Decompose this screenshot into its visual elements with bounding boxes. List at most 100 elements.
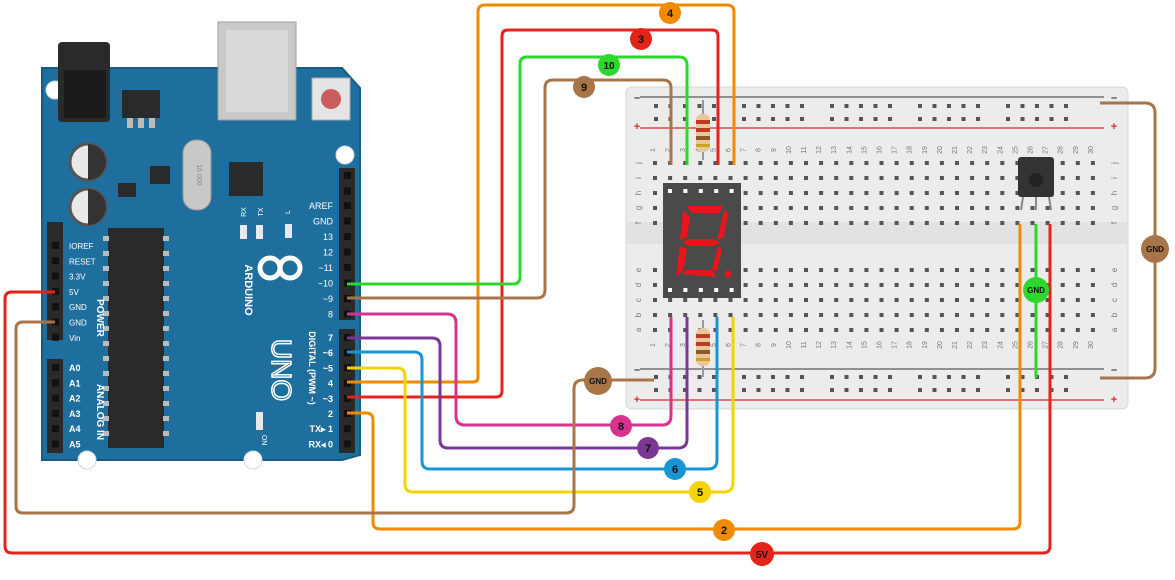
analog-pin-label: A4 (69, 424, 81, 434)
ic-pin (163, 296, 169, 301)
ic-pin (103, 326, 109, 331)
bb-hole (909, 283, 914, 287)
wire-2 (347, 224, 1022, 531)
power-pin-label: Vin (69, 334, 80, 343)
bb-hole (654, 375, 658, 379)
bb-hole (879, 161, 884, 165)
bb-hole (804, 328, 808, 332)
bb-hole (894, 328, 899, 332)
bb-hole (713, 298, 718, 302)
digital-pin (344, 202, 351, 209)
bb-hole (976, 104, 980, 108)
bb-hole (758, 283, 763, 287)
bb-rail-sign: + (634, 121, 640, 133)
bb-hole (683, 176, 688, 180)
bb-hole (683, 388, 687, 392)
bb-hole (653, 176, 657, 180)
bb-hole (970, 298, 975, 302)
bb-hole (1060, 221, 1065, 225)
analog-pin (52, 379, 59, 387)
bb-column-number: 1 (650, 148, 657, 152)
bb-hole (1090, 298, 1095, 302)
bb-hole (773, 283, 778, 287)
bb-hole (1060, 268, 1065, 272)
bb-hole (756, 117, 761, 121)
bb-column-number: 24 (997, 341, 1004, 349)
bb-hole (1020, 388, 1025, 392)
bb-hole (804, 161, 808, 165)
bb-hole (955, 313, 959, 317)
bb-hole (844, 375, 849, 379)
bb-column-number: 23 (982, 146, 989, 154)
bb-hole (864, 206, 869, 210)
bb-hole (1075, 191, 1080, 195)
bb-hole (788, 161, 793, 165)
bb-hole (653, 221, 657, 225)
bb-hole (1030, 221, 1035, 225)
bb-column-number: 1 (650, 343, 657, 347)
bb-hole (1000, 161, 1005, 165)
bb-hole (924, 313, 929, 317)
bb-hole (1064, 104, 1068, 108)
bb-hole (879, 176, 884, 180)
bb-hole (697, 104, 702, 108)
bb-row-letter: g (1110, 206, 1119, 210)
bb-hole (888, 117, 892, 121)
bb-hole (894, 161, 899, 165)
bb-column-number: 19 (922, 146, 929, 154)
bb-column-number: 27 (1043, 146, 1050, 154)
bb-row-letter: a (634, 327, 643, 332)
bb-hole (864, 298, 869, 302)
bb-hole (804, 313, 808, 317)
bb-hole (939, 268, 944, 272)
bb-hole (683, 161, 688, 165)
wire-9 (347, 78, 673, 300)
bb-hole (1045, 328, 1050, 332)
bb-hole (849, 161, 854, 165)
digital-pin (344, 172, 351, 179)
bb-hole (1006, 117, 1010, 121)
bb-hole (1064, 375, 1068, 379)
bb-hole (1015, 328, 1020, 332)
bb-hole (1075, 283, 1080, 287)
analog-pin (52, 409, 59, 417)
bb-column-number: 16 (877, 146, 884, 154)
bb-hole (888, 388, 892, 392)
bb-hole (1060, 191, 1065, 195)
bb-hole (758, 161, 763, 165)
digital-title: DIGITAL (PWM ~) (307, 331, 317, 404)
bb-row-letter: f (634, 221, 643, 224)
bb-hole (955, 268, 959, 272)
power-pin-label: IOREF (69, 242, 94, 251)
bb-column-number: 9 (771, 343, 778, 347)
bb-hole (939, 161, 944, 165)
power-pin (52, 318, 59, 326)
ic-pin (103, 356, 109, 361)
bb-column-number: 24 (997, 146, 1004, 154)
bb-hole (804, 221, 808, 225)
bb-hole (924, 221, 929, 225)
digital-pin-label: RX◂ 0 (308, 439, 333, 449)
bb-hole (819, 176, 824, 180)
bb-hole (771, 117, 775, 121)
bb-hole (955, 298, 959, 302)
bb-column-number: 29 (1073, 146, 1080, 154)
bb-hole (849, 313, 854, 317)
bb-hole (864, 313, 869, 317)
digital-pin-label: ~9 (323, 294, 333, 304)
ic-pin (163, 341, 169, 346)
bb-hole (804, 191, 808, 195)
bb-hole (894, 313, 899, 317)
bb-hole (800, 104, 804, 108)
bb-hole (785, 388, 790, 392)
bb-hole (788, 328, 793, 332)
bb-hole (728, 176, 733, 180)
bb-hole (961, 117, 966, 121)
bb-row-letter: g (634, 206, 643, 210)
badge-gnd-right: GND (1146, 245, 1164, 254)
bb-hole (713, 313, 718, 317)
bb-rail-sign: + (1111, 394, 1117, 406)
bb-hole (1075, 328, 1080, 332)
bb-hole (834, 176, 839, 180)
power-pin (52, 257, 59, 265)
